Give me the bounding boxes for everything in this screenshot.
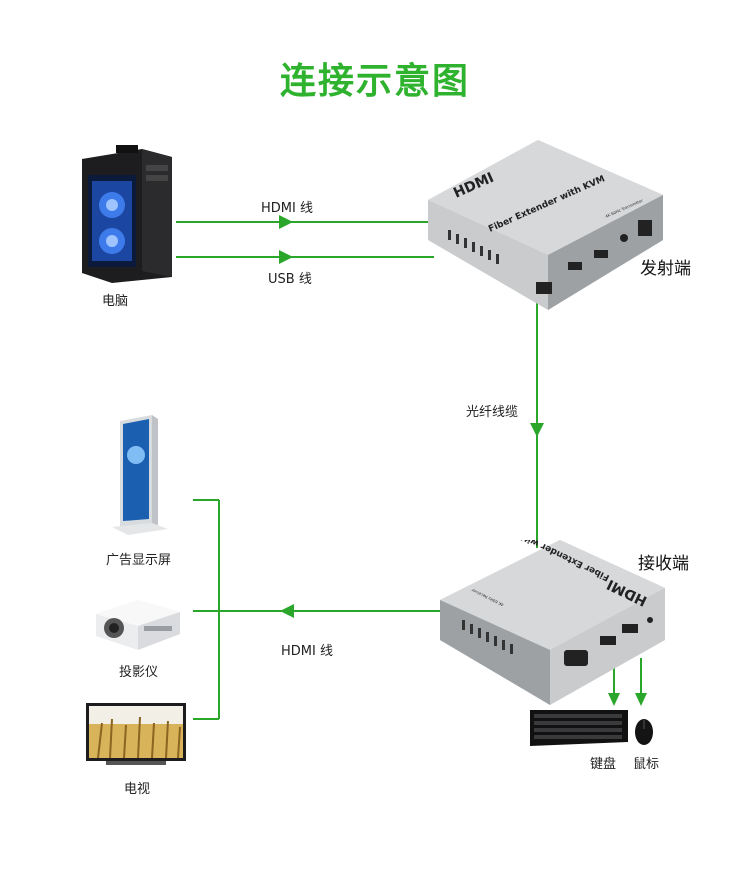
computer-label: 电脑 bbox=[102, 294, 129, 309]
arrow-usb bbox=[279, 250, 293, 264]
hdmi-bottom-label: HDMI 线 bbox=[281, 644, 333, 659]
computer-tower-icon bbox=[82, 145, 172, 283]
usb-label: USB 线 bbox=[268, 272, 312, 287]
page-title: 连接示意图 bbox=[279, 61, 470, 102]
tv-label: 电视 bbox=[124, 782, 151, 797]
fiber-label: 光纤线缆 bbox=[466, 405, 519, 420]
arrow-hdmi-top bbox=[279, 215, 293, 229]
projector-label: 投影仪 bbox=[119, 665, 159, 680]
mouse-icon bbox=[635, 719, 653, 745]
signage-label: 广告显示屏 bbox=[106, 553, 172, 568]
hdmi-top-label: HDMI 线 bbox=[261, 201, 313, 216]
receiver-label: 接收端 bbox=[638, 554, 689, 574]
arrow-fiber bbox=[530, 423, 544, 437]
keyboard-icon bbox=[530, 710, 628, 746]
arrow-mouse bbox=[635, 693, 647, 706]
arrow-hdmi-bottom bbox=[280, 604, 294, 618]
transmitter-label: 发射端 bbox=[640, 259, 691, 279]
keyboard-label: 键盘 bbox=[590, 757, 617, 772]
projector-icon bbox=[96, 600, 180, 650]
television-icon bbox=[86, 703, 186, 765]
digital-signage-icon bbox=[112, 415, 168, 535]
receiver-device: HDMI Fiber Extender with KVM 4K 60Hz Rec… bbox=[440, 540, 665, 705]
arrow-keyboard bbox=[608, 693, 620, 706]
transmitter-device: HDMI Fiber Extender with KVM 4K 60Hz Tra… bbox=[428, 140, 663, 310]
mouse-label: 鼠标 bbox=[633, 757, 660, 772]
